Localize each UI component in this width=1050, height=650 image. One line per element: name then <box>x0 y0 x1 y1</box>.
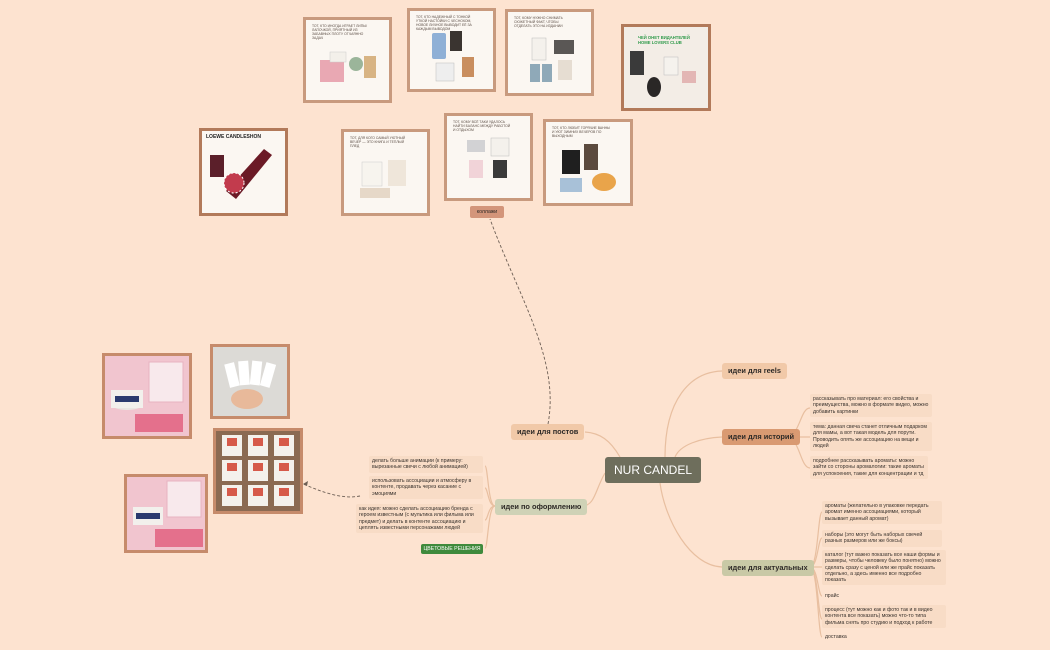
collage-card[interactable]: ТОТ, КТО ИНОГДА ИГРАЕТ ЛИПЫ/ЛАПОЧКОЙ, ПР… <box>303 17 392 103</box>
collage-card[interactable]: ТОТ, КТО НАДЕЖНЫЙ С ТОНКОЙ УТКОЙ НАСТОЙК… <box>407 8 496 92</box>
stories-item[interactable]: тема: данная свеча станет отличным подар… <box>810 422 932 452</box>
photo-cards-hand[interactable] <box>210 344 290 419</box>
grid-card-figure <box>279 463 289 471</box>
collage-card[interactable]: ТОТ, КОМУ НУЖНО СНИМАТЬ СЮЖЕТНЫЙ ФАКТ, Ч… <box>505 9 594 96</box>
branch-reels[interactable]: идеи для reels <box>722 363 787 379</box>
grid-card-figure <box>253 488 263 496</box>
collages-tag[interactable]: коллажи <box>470 206 504 218</box>
card-caption: ТОТ, КОМУ ВСЁ ТАКИ УДАЛОСЬ НАЙТИ БАЛАНС … <box>453 120 511 132</box>
card-caption: LOEWE CANDLESHON <box>206 134 261 140</box>
grid-card-figure <box>253 438 263 446</box>
branch-design[interactable]: идеи по оформлению <box>495 499 588 515</box>
card-caption: ТОТ, КТО НАДЕЖНЫЙ С ТОНКОЙ УТКОЙ НАСТОЙК… <box>416 15 472 31</box>
card-caption: ТОТ, КТО ЛЮБИТ ГОРЯЧИЕ ВАННЫ И УЮТ ЗИМНИ… <box>552 126 611 138</box>
card-caption: ЧЕЙ ОНЕТ ВИДАНТЕЛЕЙ HOME LOVERS CLUB <box>638 35 690 45</box>
stories-item[interactable]: рассказывать про материал: его свойства … <box>810 394 932 417</box>
grid-card-figure <box>227 438 237 446</box>
actual-item[interactable]: доставка <box>825 634 847 640</box>
design-item[interactable]: делать больше анимации (к примеру: вырез… <box>369 456 483 473</box>
collage-card[interactable]: ТОТ, ДЛЯ КОГО САМЫЙ УЮТНЫЙ ВЕЧЕР — ЭТО К… <box>341 129 430 216</box>
wine-collage-image <box>210 149 272 199</box>
actual-item[interactable]: каталог (тут важно показать все наши фор… <box>822 550 946 586</box>
collage-card[interactable]: ТОТ, КОМУ ВСЁ ТАКИ УДАЛОСЬ НАЙТИ БАЛАНС … <box>444 113 533 201</box>
grid-card-figure <box>227 488 237 496</box>
book-collage-image <box>360 160 406 198</box>
phone-collage-image <box>432 31 474 82</box>
card-grid-photo <box>216 431 300 511</box>
branch-actual[interactable]: идеи для актуальных <box>722 560 814 576</box>
candle-product-photo-2 <box>127 477 205 550</box>
branch-stories[interactable]: идеи для историй <box>722 429 800 445</box>
card-caption: ТОТ, КТО ИНОГДА ИГРАЕТ ЛИПЫ/ЛАПОЧКОЙ, ПР… <box>312 24 368 40</box>
candle-collage-image <box>320 51 376 82</box>
candle-product-photo <box>105 356 189 436</box>
cat-collage-image <box>630 51 696 97</box>
actual-item[interactable]: прайс <box>825 593 840 599</box>
color-solutions-tag[interactable]: ЦВЕТОВЫЕ РЕШЕНИЯ <box>421 544 483 554</box>
photo-candle-box[interactable] <box>102 353 192 439</box>
design-item[interactable]: использовать ассоциации и атмосферу в ко… <box>369 476 483 499</box>
pancakes-collage-image <box>560 144 616 192</box>
card-caption: ТОТ, ДЛЯ КОГО САМЫЙ УЮТНЫЙ ВЕЧЕР — ЭТО К… <box>350 136 406 148</box>
collage-card[interactable]: LOEWE CANDLESHON <box>199 128 288 216</box>
collage-card[interactable]: ТОТ, КТО ЛЮБИТ ГОРЯЧИЕ ВАННЫ И УЮТ ЗИМНИ… <box>543 119 633 206</box>
cards-hand-photo <box>213 347 287 416</box>
laptop-collage-image <box>467 137 510 178</box>
design-item[interactable]: как идея: можно сделать ассоциацию бренд… <box>356 504 483 534</box>
stories-item[interactable]: подробнее рассказывать ароматы: можно за… <box>810 456 928 479</box>
photo-candle-box-2[interactable] <box>124 474 208 553</box>
photo-card-grid[interactable] <box>213 428 303 514</box>
grid-card-figure <box>253 463 263 471</box>
collage-card[interactable]: ЧЕЙ ОНЕТ ВИДАНТЕЛЕЙ HOME LOVERS CLUB <box>621 24 711 111</box>
central-topic[interactable]: NUR CANDEL <box>605 457 701 483</box>
branch-posts[interactable]: идеи для постов <box>511 424 585 440</box>
actual-item[interactable]: ароматы (желательно в упаковке передать … <box>822 501 942 524</box>
grid-card-figure <box>227 463 237 471</box>
camera-collage-image <box>530 37 574 82</box>
card-caption: ТОТ, КОМУ НУЖНО СНИМАТЬ СЮЖЕТНЫЙ ФАКТ, Ч… <box>514 16 563 28</box>
grid-card-figure <box>279 488 289 496</box>
grid-card-figure <box>279 438 289 446</box>
actual-item[interactable]: наборы (это могут быть наборых свечей ра… <box>822 530 942 547</box>
actual-item[interactable]: процесс (тут можно как и фото так и в ви… <box>822 605 946 628</box>
